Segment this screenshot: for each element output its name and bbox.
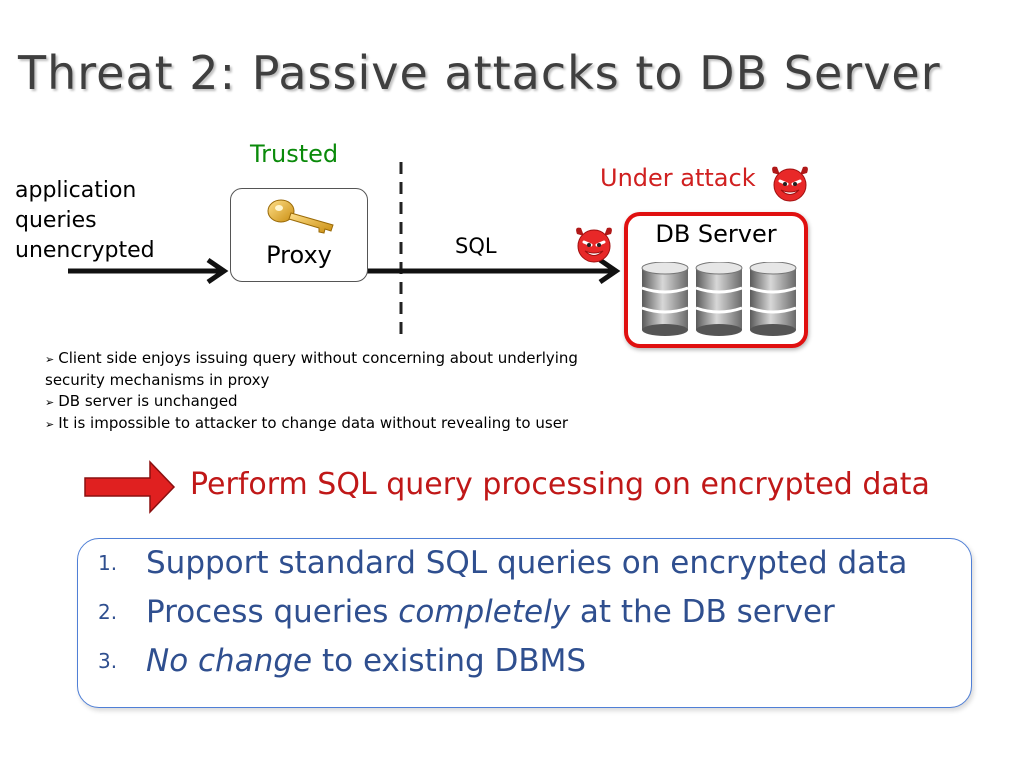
arrow-bullet-icon: ➢ xyxy=(45,353,55,366)
key-icon xyxy=(267,199,334,234)
note-item: ➢DB server is unchanged xyxy=(45,392,238,410)
database-cylinder xyxy=(749,262,797,336)
database-cylinder xyxy=(695,262,743,336)
notes-list: ➢Client side enjoys issuing query withou… xyxy=(45,348,590,435)
goal-item: 2.Process queries completely at the DB s… xyxy=(98,594,835,630)
devil-icon xyxy=(576,227,612,263)
note-item: ➢It is impossible to attacker to change … xyxy=(45,414,569,432)
arrow-app-to-proxy xyxy=(68,257,229,285)
goals-box: 1.Support standard SQL queries on encryp… xyxy=(77,538,972,708)
under-attack-label: Under attack xyxy=(600,164,756,192)
sql-label: SQL xyxy=(455,234,497,258)
application-queries-label: application queries unencrypted xyxy=(15,176,155,266)
proxy-label: Proxy xyxy=(266,241,332,269)
db-server-box: DB Server xyxy=(624,212,808,348)
database-icon xyxy=(641,262,797,336)
database-cylinder xyxy=(641,262,689,336)
devil-icon xyxy=(772,166,808,202)
app-label-line-2: queries xyxy=(15,208,97,233)
arrow-bullet-icon: ➢ xyxy=(45,418,55,431)
arrow-bullet-icon: ➢ xyxy=(45,396,55,409)
db-server-label: DB Server xyxy=(655,220,777,248)
goal-item: 1.Support standard SQL queries on encryp… xyxy=(98,545,908,581)
goal-item: 3.No change to existing DBMS xyxy=(98,643,587,679)
note-item: ➢Client side enjoys issuing query withou… xyxy=(45,349,578,389)
app-label-line-1: application xyxy=(15,178,137,203)
conclusion-text: Perform SQL query processing on encrypte… xyxy=(190,467,930,502)
trusted-label: Trusted xyxy=(250,140,339,168)
goals-list: 1.Support standard SQL queries on encryp… xyxy=(98,545,907,692)
red-arrow-icon xyxy=(84,460,176,514)
proxy-box: Proxy xyxy=(230,188,368,282)
app-label-line-3: unencrypted xyxy=(15,238,155,263)
arrow-proxy-to-db xyxy=(366,257,621,285)
slide-title: Threat 2: Passive attacks to DB Server xyxy=(18,46,941,100)
